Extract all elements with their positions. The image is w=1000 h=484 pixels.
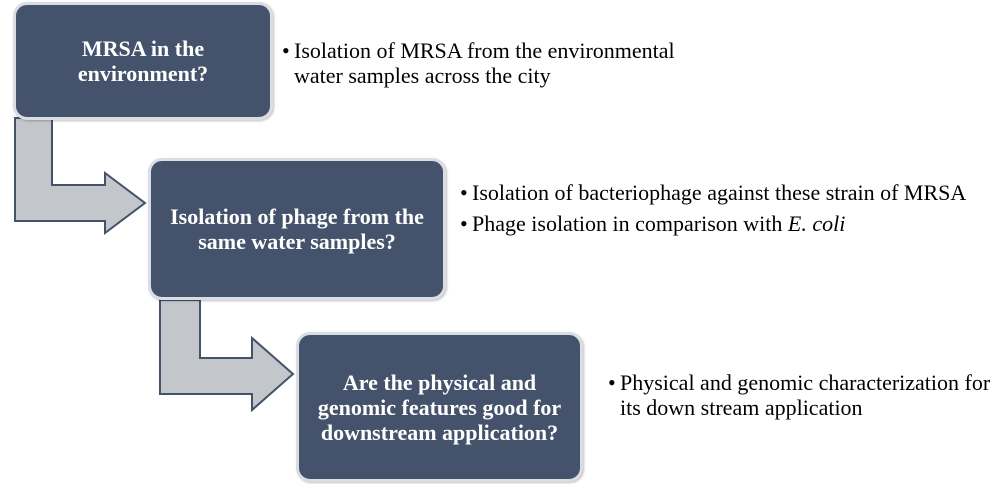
- step2-bullet-list: •Isolation of bacteriophage against thes…: [460, 180, 990, 242]
- step3-bullet-list: •Physical and genomic characterization f…: [608, 370, 993, 426]
- bullet-dot-icon: •: [460, 180, 468, 205]
- bullet-dot-icon: •: [460, 211, 468, 236]
- step3-question: Are the physical and genomic features go…: [317, 369, 562, 445]
- step3-bullet: •Physical and genomic characterization f…: [608, 370, 993, 420]
- step2-question-box: Isolation of phage from the same water s…: [148, 158, 446, 300]
- bullet-dot-icon: •: [608, 370, 616, 395]
- step2-bullet: •Isolation of bacteriophage against thes…: [460, 180, 990, 205]
- step1-bullet-list: •Isolation of MRSA from the environmenta…: [282, 38, 702, 94]
- step2-bullet-text: Phage isolation in comparison with: [472, 211, 788, 236]
- organism-name: E. coli: [787, 211, 846, 236]
- step2-bullet: •Phage isolation in comparison with E. c…: [460, 211, 990, 236]
- bullet-dot-icon: •: [282, 38, 290, 63]
- step2-question: Isolation of phage from the same water s…: [170, 204, 424, 254]
- step1-bullet: •Isolation of MRSA from the environmenta…: [282, 38, 702, 88]
- bent-arrow-step2-to-step3: [159, 299, 295, 413]
- step2-bullet-text: Isolation of bacteriophage against these…: [472, 180, 967, 205]
- step3-question-box: Are the physical and genomic features go…: [296, 332, 583, 482]
- step1-question-box: MRSA in the environment?: [13, 2, 273, 120]
- step1-bullet-text: Isolation of MRSA from the environmental…: [294, 38, 675, 88]
- step3-bullet-text: Physical and genomic characterization fo…: [620, 370, 991, 420]
- bent-arrow-step1-to-step2: [14, 117, 147, 235]
- step1-question: MRSA in the environment?: [77, 36, 209, 86]
